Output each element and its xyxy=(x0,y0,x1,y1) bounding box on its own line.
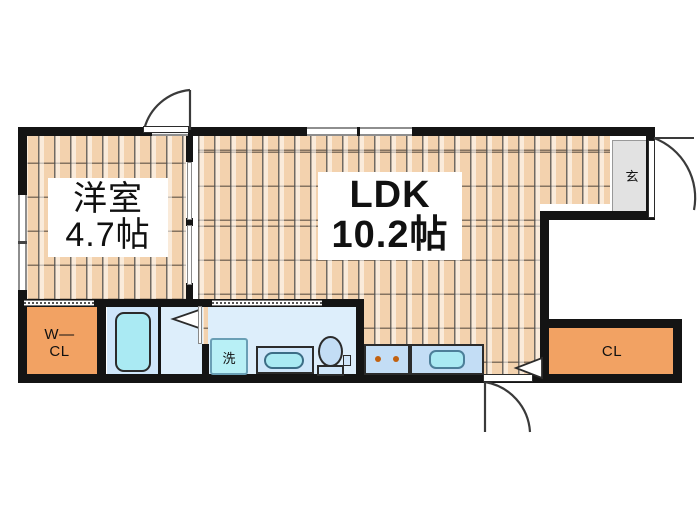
window-washroom-vent xyxy=(212,300,322,306)
room-label-ldk-line2: 10.2帖 xyxy=(331,213,449,256)
wall-partition-youshitsu-ldk-bottom xyxy=(186,283,193,306)
room-label-youshitsu-line1: 洋室 xyxy=(73,180,143,218)
wall-closet-top xyxy=(540,319,682,328)
room-label-genkan-text: 玄 xyxy=(625,169,639,184)
stove-burner-right xyxy=(393,356,399,362)
wall-bottom xyxy=(18,374,682,383)
room-label-wcl-line1: W— xyxy=(44,326,75,343)
wall-dressing-washroom xyxy=(202,344,209,383)
wall-genkan-bottom xyxy=(540,211,655,220)
room-label-youshitsu: 洋室 4.7帖 xyxy=(48,178,168,258)
door-ldk-bottom-panel[interactable] xyxy=(483,374,533,382)
wall-washroom-kitchen xyxy=(356,299,364,383)
wall-wcl-bath xyxy=(97,299,106,383)
room-label-closet: CL xyxy=(548,343,676,360)
wall-partition-youshitsu-ldk-mid xyxy=(186,218,193,226)
door-genkan-panel[interactable] xyxy=(648,140,655,218)
bathtub xyxy=(115,312,151,372)
door-closet-indicator xyxy=(513,356,543,380)
window-top-ldk-2 xyxy=(360,127,412,136)
room-label-genkan: 玄 xyxy=(612,166,652,185)
toilet-lever xyxy=(343,355,351,366)
window-top-ldk-1 xyxy=(307,127,357,136)
window-left-mullion xyxy=(18,241,27,244)
wall-bath-dressing xyxy=(158,306,161,378)
sliding-door-youshitsu-ldk-2[interactable] xyxy=(187,225,192,285)
room-label-ldk-line1: LDK xyxy=(349,174,431,216)
room-label-cl-text: CL xyxy=(601,343,623,360)
kitchen-sink-basin xyxy=(429,350,465,369)
room-floor-walk-in-closet xyxy=(22,306,97,378)
room-label-ldk: LDK 10.2帖 xyxy=(318,172,462,260)
door-bath-indicator xyxy=(170,308,200,330)
door-youshitsu-arc xyxy=(142,88,192,131)
kitchen-counter-stove xyxy=(364,344,410,375)
door-bath-jamb xyxy=(198,306,202,344)
wall-partition-youshitsu-ldk-top xyxy=(186,134,193,162)
room-label-walk-in-closet: W— CL xyxy=(22,326,97,361)
vanity-basin xyxy=(264,352,304,369)
door-ldk-bottom-arc xyxy=(483,380,532,433)
sliding-door-youshitsu-ldk-1[interactable] xyxy=(187,162,192,220)
washing-machine-label: 洗 xyxy=(222,351,236,366)
room-label-youshitsu-line2: 4.7帖 xyxy=(65,215,151,254)
washing-machine xyxy=(210,338,248,375)
window-wcl-vent xyxy=(24,300,94,306)
toilet-tank xyxy=(317,365,344,376)
stove-burner-left xyxy=(375,356,381,362)
toilet-bowl xyxy=(318,336,343,367)
room-floor-ldk-upper xyxy=(198,134,610,204)
wall-right-lower xyxy=(673,319,682,383)
wall-ldk-right xyxy=(540,211,549,383)
door-youshitsu-panel[interactable] xyxy=(143,126,189,133)
door-genkan-arc xyxy=(653,136,697,211)
room-label-wcl-line2: CL xyxy=(49,343,70,361)
room-floor-closet xyxy=(548,326,676,378)
